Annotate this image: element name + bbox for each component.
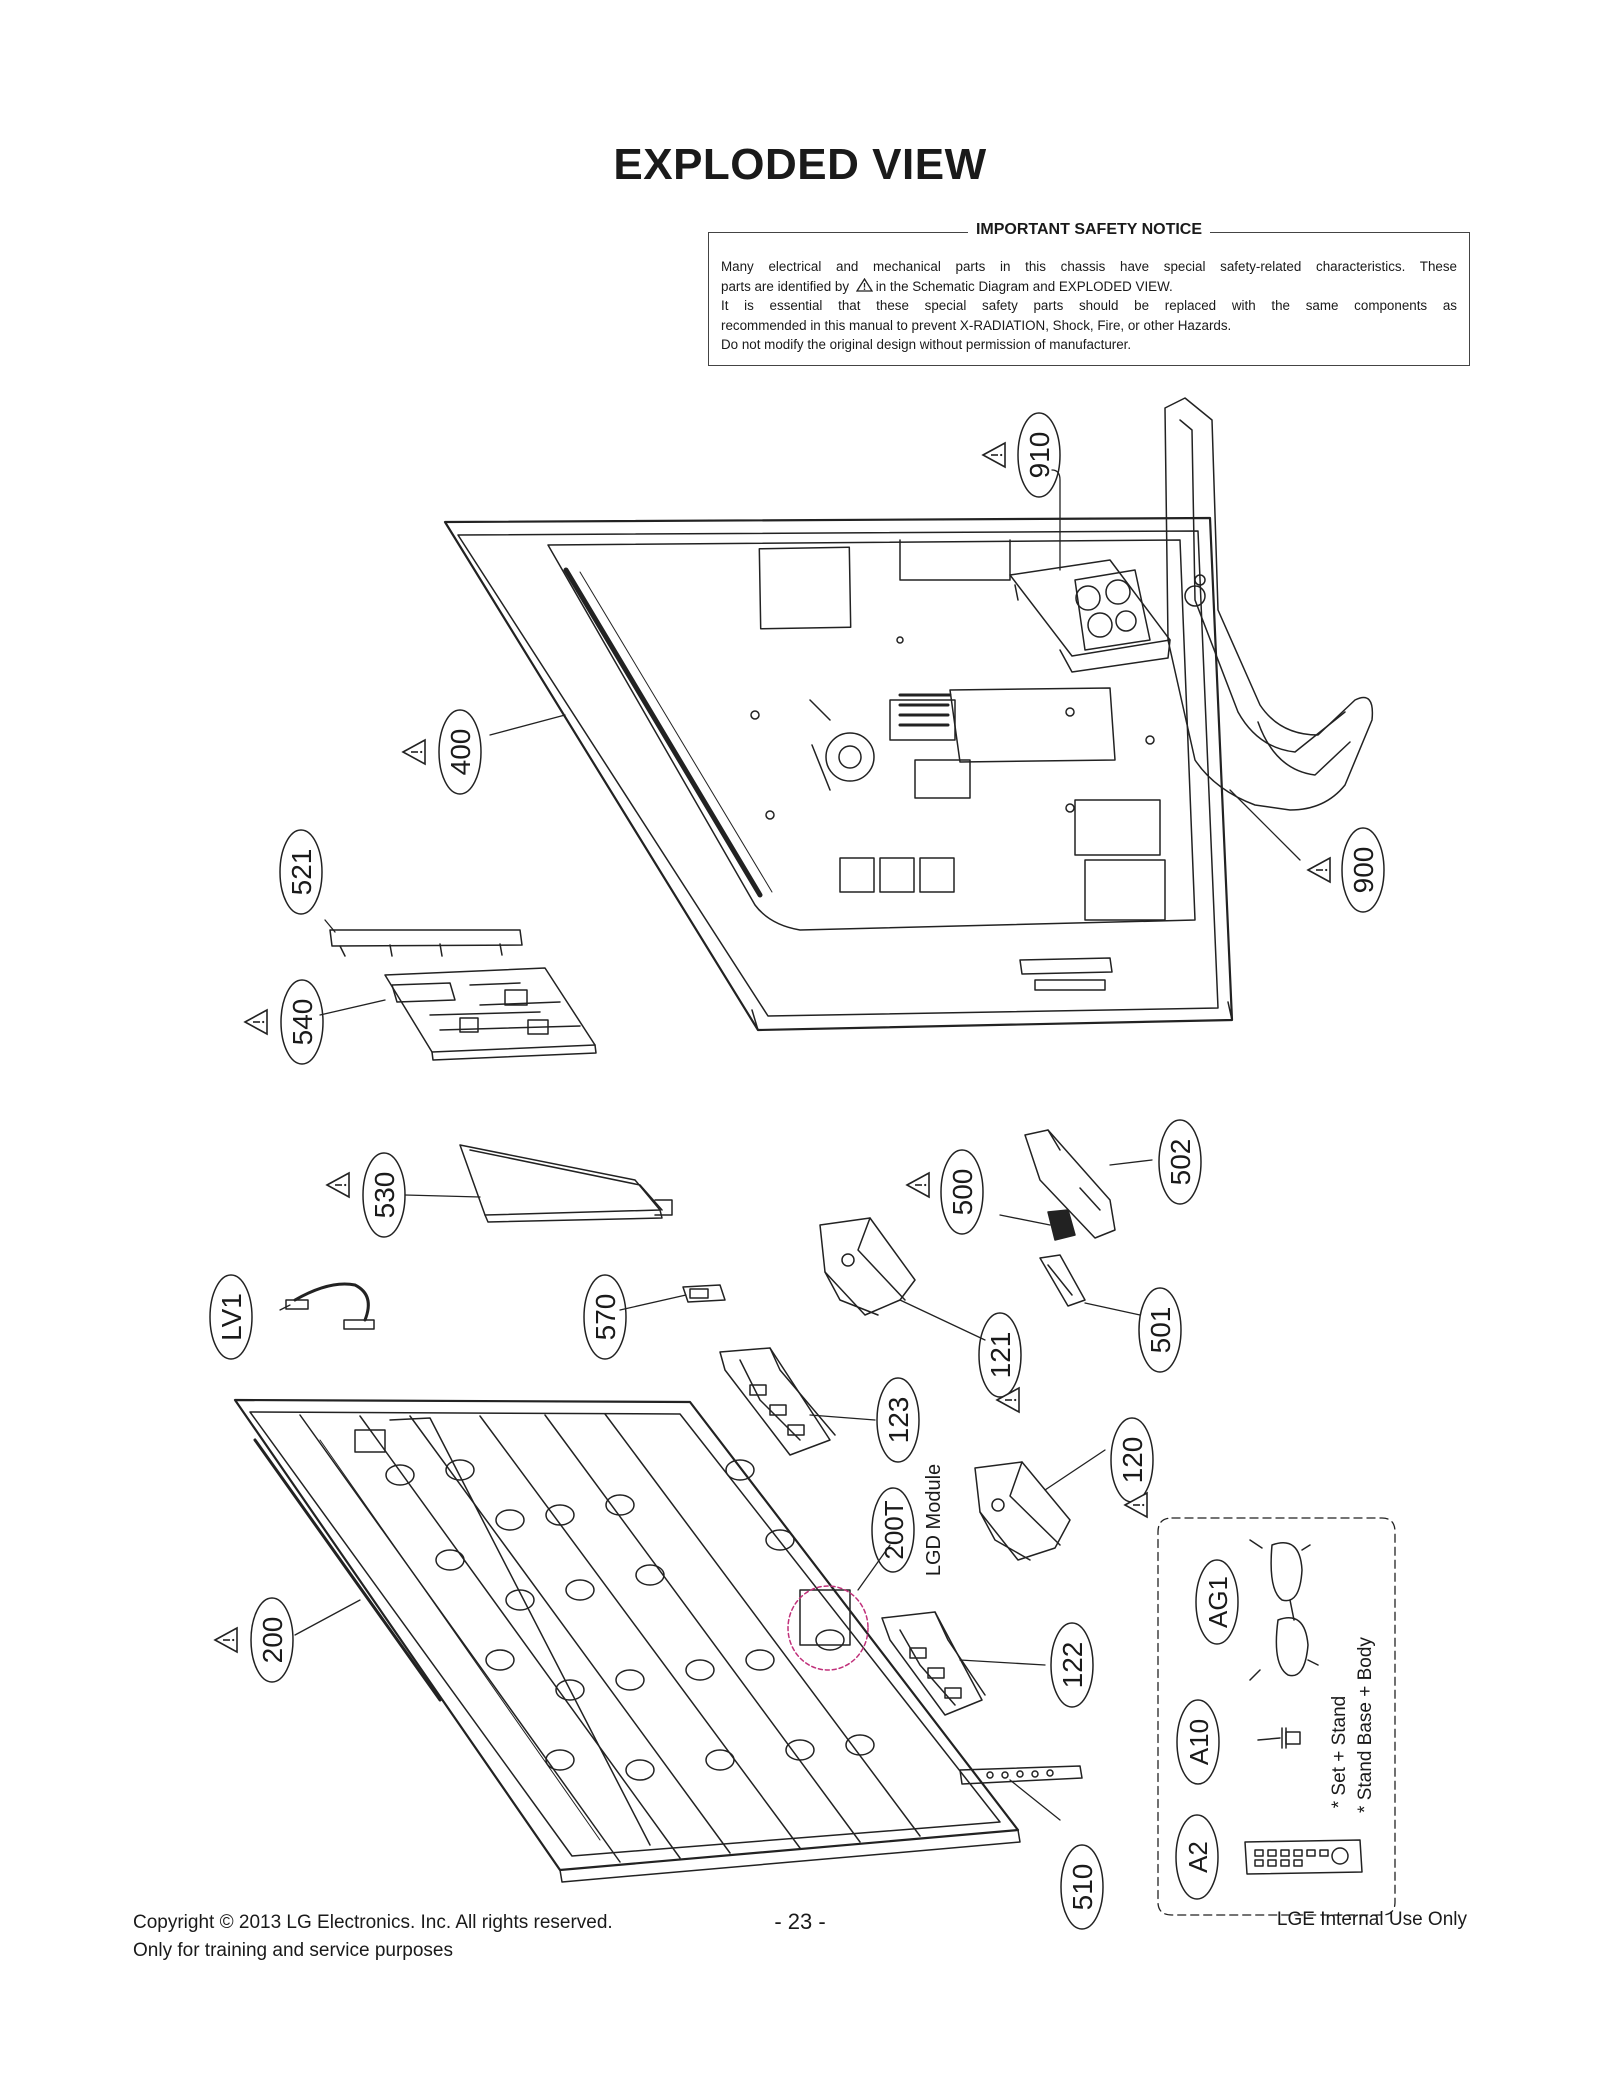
part-label-a10: A10 (1184, 1719, 1214, 1765)
warning-icon-200 (214, 1627, 238, 1653)
bracket-123-drawing (719, 1347, 836, 1456)
main-board-540-drawing (384, 967, 597, 1061)
part-label-502: 502 (1165, 1139, 1196, 1186)
safety-notice-line-5: Do not modify the original design withou… (721, 337, 1132, 352)
power-board-530-drawing (459, 1144, 673, 1223)
leader-lines (279, 469, 1301, 1821)
part-label-a2: A2 (1183, 1841, 1213, 1873)
warning-icon-910 (982, 442, 1006, 468)
cable-lv1-drawing (285, 1282, 375, 1330)
part-label-510: 510 (1067, 1864, 1098, 1911)
safety-notice-box: IMPORTANT SAFETY NOTICE Many electrical … (708, 221, 1470, 366)
warning-icon-120 (1124, 1492, 1148, 1518)
accessory-box-drawing (1157, 1517, 1396, 1916)
part-label-123: 123 (883, 1397, 914, 1444)
stand-base-drawing (1164, 397, 1374, 811)
footer-copyright: Copyright © 2013 LG Electronics. Inc. Al… (133, 1912, 613, 1933)
speaker-120-drawing (974, 1461, 1071, 1561)
part-label-200t: 200T (879, 1500, 909, 1559)
part-label-570: 570 (590, 1294, 621, 1341)
part-502-drawing (1024, 1129, 1116, 1239)
warning-triangle-icon (855, 277, 873, 292)
safety-notice-line-3: It is essential that these special safet… (721, 298, 1457, 313)
footer-copyright-block: Copyright © 2013 LG Electronics. Inc. Al… (133, 1909, 613, 1965)
part-label-122: 122 (1057, 1642, 1088, 1689)
footer-internal-use: LGE Internal Use Only (1276, 1909, 1467, 1930)
part-label-501: 501 (1145, 1307, 1176, 1354)
part-label-400: 400 (445, 729, 476, 776)
warning-icon-900 (1307, 857, 1331, 883)
back-cover-drawing (443, 516, 1234, 1032)
page-title: EXPLODED VIEW (613, 140, 987, 189)
part-label-530: 530 (369, 1172, 400, 1219)
part-label-900: 900 (1348, 847, 1379, 894)
part-label-200: 200 (257, 1617, 288, 1664)
part-ovals (209, 412, 1385, 1930)
part-label-lv1: LV1 (216, 1293, 247, 1341)
warning-icon-530 (326, 1172, 350, 1198)
part-label-500: 500 (947, 1169, 978, 1216)
safety-notice-line-2b: in the Schematic Diagram and EXPLODED VI… (875, 278, 1173, 294)
part-label-121: 121 (985, 1332, 1016, 1379)
accessory-note-set-stand: * Set + Stand (1329, 1696, 1350, 1809)
warning-icon-540 (244, 1009, 268, 1035)
warning-icon-400 (402, 739, 426, 765)
part-510-drawing (959, 1765, 1083, 1785)
warning-icon-500 (906, 1172, 930, 1198)
part-label-120: 120 (1117, 1437, 1148, 1484)
accessory-note-stand-base: * Stand Base + Body (1355, 1637, 1376, 1813)
part-label-521: 521 (286, 849, 317, 896)
part-501-drawing (1039, 1254, 1086, 1307)
safety-notice-body: Many electrical and mechanical parts in … (721, 257, 1457, 355)
safety-notice-line-4: recommended in this manual to prevent X-… (721, 317, 1232, 333)
bracket-521-drawing (329, 929, 523, 957)
stand-body-drawing (1009, 559, 1171, 673)
part-label-ag1: AG1 (1203, 1576, 1233, 1628)
part-label-910: 910 (1024, 432, 1055, 479)
safety-notice-line-2a: parts are identified by (721, 278, 850, 294)
part-570-drawing (682, 1284, 726, 1303)
bracket-122-drawing (881, 1611, 986, 1716)
safety-notice-line-2: parts are identified by in the Schematic… (721, 277, 1457, 297)
part-label-540: 540 (287, 999, 318, 1046)
lcd-module-200-drawing (233, 1398, 1021, 1883)
footer-purpose: Only for training and service purposes (133, 1940, 453, 1961)
safety-warning-icons (214, 442, 1331, 1653)
warning-icon-121 (996, 1387, 1020, 1413)
callout-ellipse-200t (787, 1585, 869, 1671)
safety-notice-line-1: Many electrical and mechanical parts in … (721, 259, 1457, 274)
page-number: - 23 - (774, 1909, 826, 1934)
safety-notice-title: IMPORTANT SAFETY NOTICE (967, 221, 1211, 238)
lgd-module-label: LGD Module (923, 1464, 945, 1576)
part-500-drawing (1047, 1209, 1076, 1241)
